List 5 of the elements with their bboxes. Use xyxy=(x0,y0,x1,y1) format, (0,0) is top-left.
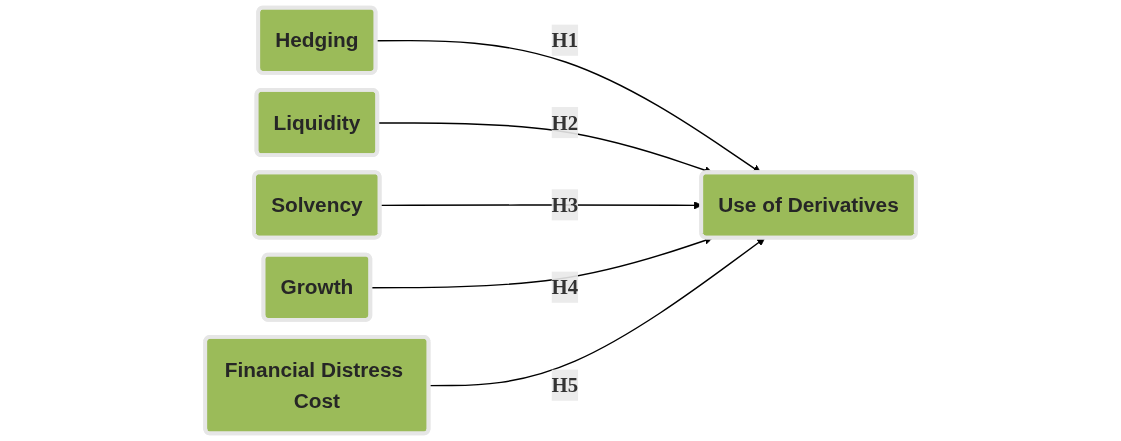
edge-label: H2 xyxy=(551,110,579,135)
edge-label: H3 xyxy=(551,193,579,217)
edge-label: H1 xyxy=(551,28,579,53)
edge-label: H5 xyxy=(551,373,579,397)
edge-label: H4 xyxy=(551,275,579,300)
